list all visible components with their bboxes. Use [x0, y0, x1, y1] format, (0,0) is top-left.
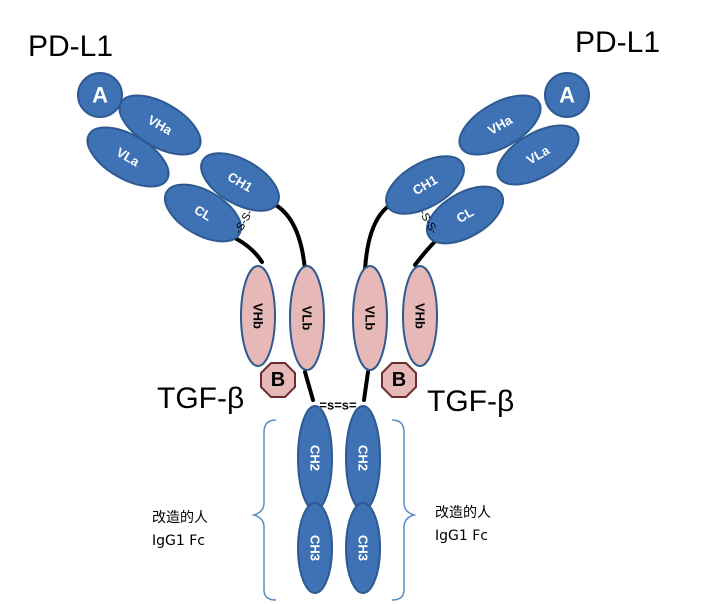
svg-text:B: B	[271, 369, 285, 391]
left-target-label-pdl1: PD-L1	[28, 30, 113, 63]
svg-text:A: A	[92, 83, 108, 108]
hinge-disulfide: =s=s=	[319, 398, 357, 413]
left-fc-annotation-line2: IgG1 Fc	[152, 533, 205, 549]
right-target-label-pdl1: PD-L1	[575, 26, 660, 59]
right-fc-annotation-line2: IgG1 Fc	[435, 528, 488, 544]
svg-text:VHb: VHb	[251, 303, 266, 329]
svg-text:CH3: CH3	[356, 535, 371, 561]
left-cl-domain: CL	[164, 183, 242, 243]
left-badge-b: B	[260, 362, 296, 398]
right-vhb-domain: VHb	[402, 265, 438, 367]
left-ch1-linker	[268, 200, 307, 272]
right-cl-domain: CL	[426, 185, 504, 245]
right-target-label-tgfb: TGF-β	[427, 385, 514, 418]
right-fc-annotation-line1: 改造的人	[435, 505, 491, 521]
left-fc-annotation-line1: 改造的人	[152, 510, 208, 526]
right-vha-domain: VHa	[458, 94, 542, 156]
svg-text:VLb: VLb	[363, 306, 378, 331]
right-badge-b: B	[381, 362, 417, 398]
svg-text:CH3: CH3	[308, 535, 323, 561]
right-ch1-domain: CH1	[385, 155, 465, 215]
left-hinge-line	[303, 370, 315, 402]
right-ch2-domain: CH2	[345, 405, 381, 511]
svg-text:A: A	[559, 83, 575, 108]
left-vla-domain: VLa	[86, 126, 170, 188]
left-fc-brace	[251, 419, 277, 601]
right-vla-domain: VLa	[496, 124, 580, 186]
svg-text:CH2: CH2	[308, 445, 323, 471]
left-vlb-domain: VLb	[289, 265, 325, 371]
left-badge-a: A	[77, 72, 123, 118]
right-hinge-line	[362, 370, 370, 402]
right-ch3-domain: CH3	[345, 502, 381, 594]
right-badge-a: A	[544, 72, 590, 118]
left-target-label-tgfb: TGF-β	[157, 382, 244, 415]
svg-text:VHb: VHb	[413, 303, 428, 329]
svg-text:VLb: VLb	[300, 306, 315, 331]
left-ch2-domain: CH2	[297, 405, 333, 511]
right-vlb-domain: VLb	[352, 265, 388, 371]
right-ch1-linker	[363, 203, 392, 272]
svg-text:B: B	[392, 369, 406, 391]
left-ch3-domain: CH3	[297, 502, 333, 594]
left-ch1-domain: CH1	[200, 152, 280, 212]
right-fc-brace	[391, 419, 417, 601]
left-vhb-domain: VHb	[240, 265, 276, 367]
svg-text:CH2: CH2	[356, 445, 371, 471]
